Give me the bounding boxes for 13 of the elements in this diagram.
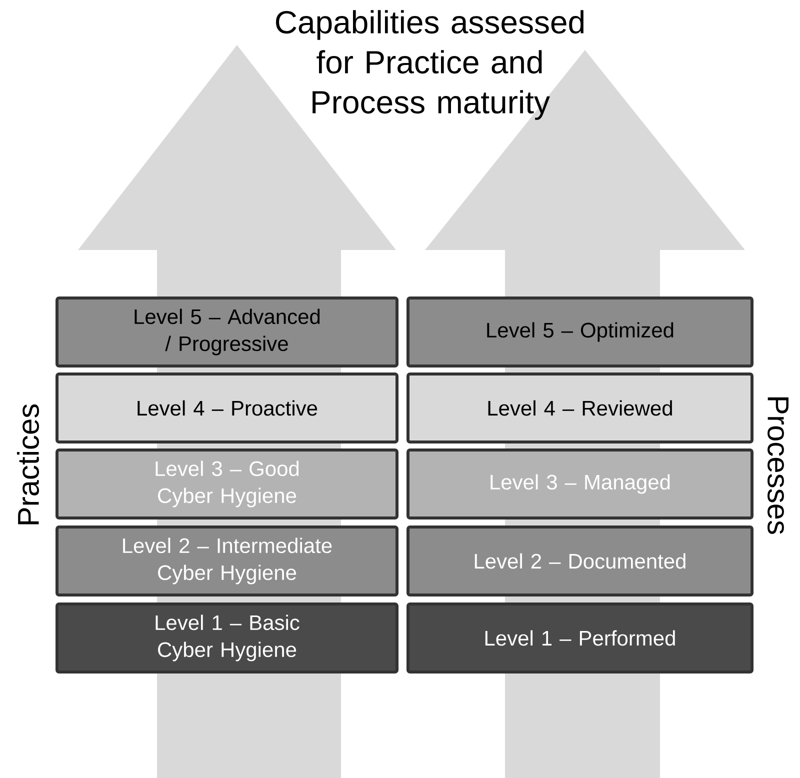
level-box: Level 3 – Managed [406,448,754,520]
level-box: Level 5 – Advanced / Progressive [56,296,398,368]
level-box: Level 1 – Basic Cyber Hygiene [56,602,398,674]
level-box: Level 4 – Reviewed [406,372,754,444]
level-box: Level 3 – Good Cyber Hygiene [56,448,398,520]
level-box: Level 2 – Intermediate Cyber Hygiene [56,526,398,596]
title: Capabilities assessed for Practice and Process maturity [276,10,584,120]
level-box: Level 5 – Optimized [406,296,754,368]
level-box: Level 4 – Proactive [56,372,398,444]
level-box: Level 2 – Documented [406,526,754,596]
side-label: Processes [768,397,788,534]
side-label: Practices [17,404,40,524]
level-box: Level 1 – Performed [406,602,754,674]
